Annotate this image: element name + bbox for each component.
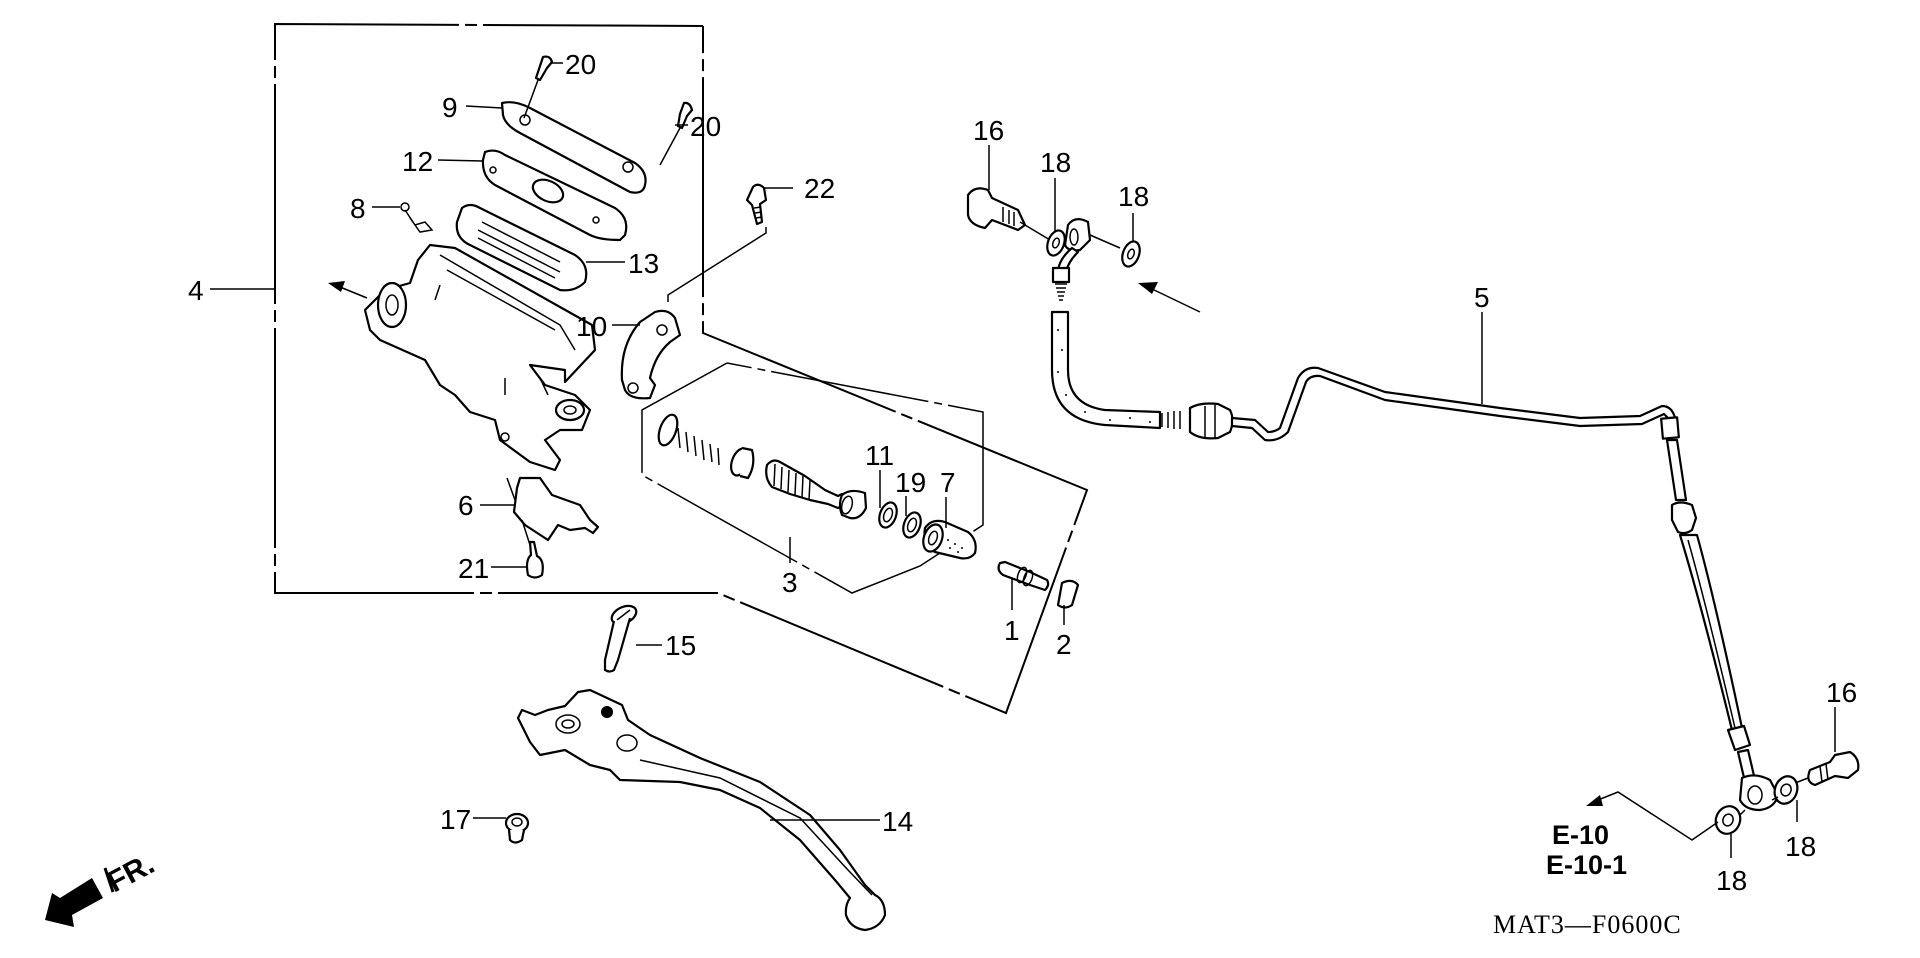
callout-16-top: 16 (973, 115, 1004, 146)
callout-3: 3 (782, 567, 798, 598)
reference-e10[interactable]: E-10 (1552, 820, 1609, 850)
boot-7 (922, 519, 977, 560)
cap-2 (1056, 579, 1080, 609)
callout-18-bottom-right: 18 (1785, 831, 1816, 862)
bolt-22 (667, 183, 768, 302)
reference-leader (1586, 791, 1719, 841)
washer-19 (902, 511, 922, 539)
sealing-washer-18-top-a (1046, 229, 1066, 257)
holder-10 (620, 309, 682, 400)
callout-17: 17 (440, 804, 471, 835)
diaphragm-plate-12 (481, 149, 628, 242)
reservoir-cap-9 (500, 101, 647, 194)
front-direction-arrow-icon (45, 867, 115, 927)
callout-14: 14 (882, 806, 913, 837)
master-cylinder-body (363, 243, 597, 472)
callout-18-bottom-left: 18 (1716, 865, 1747, 896)
callout-8: 8 (350, 193, 366, 224)
piston-cup (838, 489, 868, 520)
callout-9: 9 (442, 92, 458, 123)
screw-20-right (659, 101, 694, 166)
hose-5 (966, 187, 1780, 812)
nut-17 (504, 812, 530, 844)
lever-14 (516, 688, 887, 932)
sealing-washer-18-top-b (1121, 240, 1141, 268)
callout-10: 10 (576, 311, 607, 342)
circlip-11 (878, 501, 898, 529)
callout-19: 19 (895, 467, 926, 498)
direction-arrow-icon (328, 281, 368, 299)
banjo-fitting-bottom (1738, 774, 1780, 812)
spring-seat (729, 446, 755, 480)
front-indicator-label: FR. (102, 847, 160, 899)
clip-8 (400, 202, 434, 233)
callout-16-bottom: 16 (1826, 677, 1857, 708)
spring (657, 413, 720, 466)
oil-bolt-16-bottom (1789, 750, 1860, 787)
oil-bolt-16-top (966, 187, 1051, 241)
pivot-bolt-15 (603, 604, 638, 673)
leader-lines (210, 62, 1836, 858)
sealing-washer-18-bottom-left (1714, 805, 1746, 835)
callout-1: 1 (1004, 615, 1020, 646)
callout-18-top-b: 18 (1118, 181, 1149, 212)
callout-11: 11 (865, 440, 894, 471)
diagram-code: MAT3—F0600C (1493, 910, 1682, 939)
assembly-3-frame (641, 362, 984, 594)
piston (765, 459, 848, 510)
direction-arrow-icon (1138, 282, 1201, 313)
assembly-4-frame (274, 22, 1089, 715)
callout-12: 12 (402, 146, 433, 177)
pin-1 (997, 560, 1050, 592)
callout-21: 21 (458, 553, 489, 584)
screw-21 (525, 540, 544, 579)
callout-2: 2 (1056, 629, 1072, 660)
callout-22: 22 (804, 173, 835, 204)
screw-20-top (523, 55, 554, 119)
sealing-washer-18-bottom-right (1771, 775, 1799, 805)
callout-20-top: 20 (565, 49, 596, 80)
callout-6: 6 (458, 490, 474, 521)
callout-15: 15 (665, 630, 696, 661)
callout-5: 5 (1474, 282, 1490, 313)
callout-labels: 4 20 9 20 12 8 13 10 22 6 21 3 11 19 7 1… (188, 49, 1857, 896)
reference-e10-1[interactable]: E-10-1 (1546, 850, 1627, 880)
switch-6 (506, 476, 600, 546)
callout-18-top-a: 18 (1040, 147, 1071, 178)
banjo-fitting-top (1063, 218, 1121, 252)
callout-13: 13 (628, 248, 659, 279)
diaphragm-13 (455, 203, 588, 292)
callout-7: 7 (940, 467, 956, 498)
callout-20-right: 20 (690, 111, 721, 142)
callout-4: 4 (188, 275, 204, 306)
